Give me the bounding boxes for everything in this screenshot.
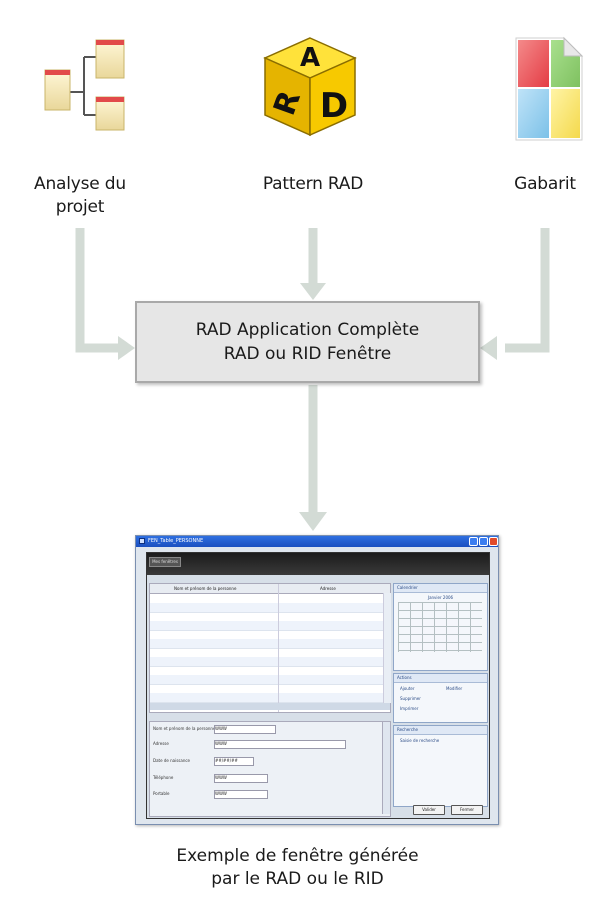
process-box-line2: RAD ou RID Fenêtre: [223, 344, 392, 364]
source-label-analysis-line1: Analyse du: [34, 174, 126, 194]
search-panel: Recherche Saisie de recherche: [393, 725, 488, 807]
source-label-analysis: Analyse du projet: [20, 173, 140, 219]
minimize-icon[interactable]: [469, 537, 478, 546]
window-toolbar: Mes fenêtres: [147, 553, 489, 575]
window-content: Mes fenêtres Nom et prénom de la personn…: [146, 552, 490, 819]
project-tree-icon: [44, 39, 125, 131]
caption-line2: par le RAD ou le RID: [211, 869, 384, 889]
rad-cube-icon: A R D: [263, 37, 357, 137]
action-add[interactable]: Ajouter: [400, 686, 415, 691]
form-scrollbar[interactable]: [382, 722, 390, 814]
source-label-template: Gabarit: [500, 173, 590, 196]
table-vertical-scrollbar[interactable]: [383, 593, 391, 703]
calendar-panel-title: Calendrier: [394, 584, 487, 593]
record-form: Nom et prénom de la personne WWW Adresse…: [149, 721, 391, 817]
actions-panel: Actions Ajouter Modifier Supprimer Impri…: [393, 673, 488, 723]
window-title-bar: FEN_Table_PERSONNE: [136, 536, 498, 547]
form-label: Nom et prénom de la personne: [153, 726, 216, 731]
source-label-template-line1: Gabarit: [514, 174, 576, 194]
form-field-phone[interactable]: WWW: [214, 774, 268, 783]
form-field-birthdate[interactable]: ##/##/##: [214, 757, 254, 766]
form-field-name[interactable]: WWW: [214, 725, 276, 734]
table-row[interactable]: [150, 675, 390, 685]
arrowhead-right: [480, 336, 497, 360]
data-table[interactable]: Nom et prénom de la personne Adresse: [149, 583, 391, 713]
arrowhead-middle: [300, 283, 326, 300]
table-row[interactable]: [150, 621, 390, 631]
form-field-mobile[interactable]: WWW: [214, 790, 268, 799]
close-button[interactable]: Fermer: [451, 805, 483, 815]
validate-button[interactable]: Valider: [413, 805, 445, 815]
close-icon[interactable]: [489, 537, 498, 546]
calendar-grid[interactable]: [398, 602, 482, 652]
table-header-name: Nom et prénom de la personne: [174, 586, 237, 591]
calendar-month: Janvier 2006: [427, 595, 454, 600]
table-header-address: Adresse: [320, 586, 336, 591]
caption: Exemple de fenêtre générée par le RAD ou…: [0, 845, 595, 891]
table-row[interactable]: [150, 657, 390, 667]
source-label-pattern: Pattern RAD: [233, 173, 393, 196]
caption-line1: Exemple de fenêtre générée: [176, 846, 419, 866]
maximize-icon[interactable]: [479, 537, 488, 546]
source-label-analysis-line2: projet: [55, 197, 105, 217]
action-print[interactable]: Imprimer: [400, 706, 419, 711]
form-label: Téléphone: [153, 775, 174, 780]
process-box-line1: RAD Application Complète: [195, 320, 420, 340]
generated-window-example: FEN_Table_PERSONNE Mes fenêtres Nom et p…: [135, 535, 499, 825]
action-delete[interactable]: Supprimer: [400, 696, 421, 701]
table-row[interactable]: [150, 693, 390, 703]
calendar-panel: Calendrier Janvier 2006: [393, 583, 488, 671]
template-document-icon: [515, 36, 584, 141]
form-label: Adresse: [153, 741, 169, 746]
cube-letter-d: D: [320, 86, 348, 126]
form-label: Date de naissance: [153, 758, 191, 763]
arrow-right: [505, 228, 550, 353]
table-column-divider: [278, 584, 279, 712]
arrow-left: [75, 228, 120, 353]
cube-letter-a: A: [300, 43, 320, 73]
toolbar-button[interactable]: Mes fenêtres: [149, 557, 181, 567]
window-title: FEN_Table_PERSONNE: [148, 538, 204, 544]
arrowhead-down: [299, 512, 327, 531]
action-modify[interactable]: Modifier: [446, 686, 463, 691]
source-label-pattern-line1: Pattern RAD: [262, 174, 364, 194]
table-header: Nom et prénom de la personne Adresse: [150, 584, 390, 594]
search-panel-title: Recherche: [394, 726, 487, 735]
search-input-label[interactable]: Saisie de recherche: [400, 738, 440, 743]
process-box: RAD Application Complète RAD ou RID Fenê…: [135, 301, 480, 383]
table-row[interactable]: [150, 603, 390, 613]
arrowhead-left: [118, 336, 135, 360]
form-label: Portable: [153, 791, 170, 796]
form-field-address[interactable]: WWW: [214, 740, 346, 749]
window-icon: [139, 538, 145, 544]
table-horizontal-scrollbar[interactable]: [150, 703, 390, 710]
table-row[interactable]: [150, 639, 390, 649]
actions-panel-title: Actions: [394, 674, 487, 683]
